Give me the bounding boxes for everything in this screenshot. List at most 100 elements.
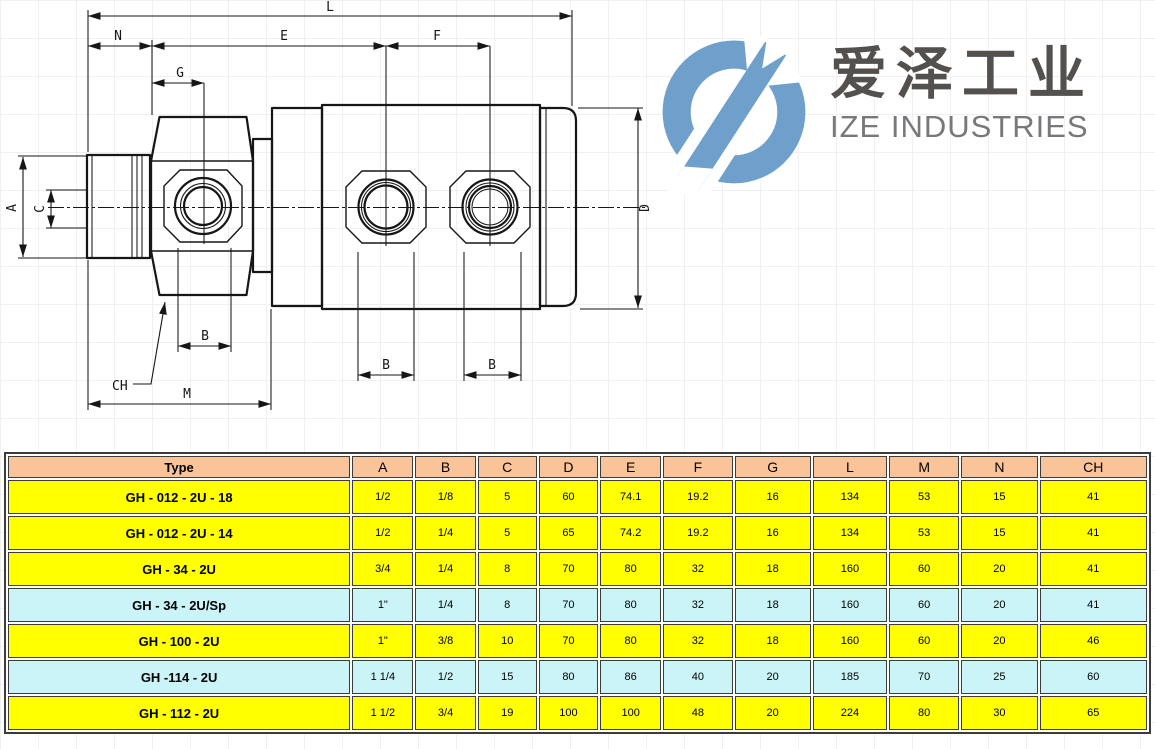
value-cell: 1" [352,588,414,622]
value-cell: 185 [812,660,888,694]
dim-label-D: D [638,204,653,212]
value-cell: 15 [961,480,1038,514]
value-cell: 1" [352,624,414,658]
column-header-type: Type [8,456,351,478]
company-logo: 爱泽工业 IZE INDUSTRIES [658,36,1094,194]
value-cell: 134 [812,480,888,514]
value-cell: 46 [1039,624,1147,658]
value-cell: 60 [889,588,960,622]
value-cell: 20 [734,660,811,694]
column-header-a: A [352,456,414,478]
type-cell: GH - 112 - 2U [8,696,351,730]
value-cell: 100 [538,696,599,730]
column-header-g: G [734,456,811,478]
value-cell: 1/2 [415,660,476,694]
value-cell: 8 [477,552,537,586]
value-cell: 19.2 [663,516,733,550]
dim-label-N: N [114,29,122,44]
value-cell: 60 [1039,660,1147,694]
value-cell: 41 [1039,552,1147,586]
dim-label-F: F [433,29,441,44]
value-cell: 16 [734,516,811,550]
value-cell: 32 [663,624,733,658]
dim-label-A: A [5,204,20,212]
column-header-f: F [663,456,733,478]
value-cell: 15 [961,516,1038,550]
value-cell: 19 [477,696,537,730]
value-cell: 70 [538,552,599,586]
dim-label-B3: B [488,358,496,373]
column-header-b: B [415,456,476,478]
value-cell: 86 [600,660,662,694]
column-header-c: C [477,456,537,478]
column-header-ch: CH [1039,456,1147,478]
value-cell: 48 [663,696,733,730]
value-cell: 18 [734,552,811,586]
extension-lines [18,10,643,410]
value-cell: 60 [889,624,960,658]
type-cell: GH - 012 - 2U - 18 [8,480,351,514]
value-cell: 32 [663,588,733,622]
value-cell: 80 [600,624,662,658]
dim-label-L: L [326,0,334,15]
value-cell: 1 1/4 [352,660,414,694]
dimension-lines: L N E F G A C D B B B M CH [5,0,653,408]
type-cell: GH - 34 - 2U [8,552,351,586]
value-cell: 224 [812,696,888,730]
value-cell: 32 [663,552,733,586]
column-header-n: N [961,456,1038,478]
dim-label-M: M [183,387,191,402]
value-cell: 1/4 [415,516,476,550]
value-cell: 74.1 [600,480,662,514]
value-cell: 15 [477,660,537,694]
dim-label-B1: B [201,329,209,344]
value-cell: 70 [538,624,599,658]
value-cell: 16 [734,480,811,514]
column-header-m: M [889,456,960,478]
value-cell: 5 [477,516,537,550]
dim-label-C: C [33,205,48,213]
value-cell: 3/8 [415,624,476,658]
center-lines [48,46,648,246]
column-header-e: E [600,456,662,478]
value-cell: 80 [538,660,599,694]
value-cell: 20 [734,696,811,730]
value-cell: 80 [600,552,662,586]
value-cell: 100 [600,696,662,730]
value-cell: 10 [477,624,537,658]
dim-label-B2: B [382,358,390,373]
value-cell: 134 [812,516,888,550]
value-cell: 5 [477,480,537,514]
value-cell: 160 [812,588,888,622]
value-cell: 1 1/2 [352,696,414,730]
value-cell: 80 [889,696,960,730]
value-cell: 74.2 [600,516,662,550]
type-cell: GH - 34 - 2U/Sp [8,588,351,622]
logo-mark-icon [659,36,806,194]
value-cell: 60 [538,480,599,514]
value-cell: 65 [538,516,599,550]
value-cell: 1/4 [415,588,476,622]
value-cell: 25 [961,660,1038,694]
column-header-l: L [812,456,888,478]
value-cell: 30 [961,696,1038,730]
value-cell: 41 [1039,516,1147,550]
dim-label-CH: CH [112,379,128,394]
value-cell: 1/8 [415,480,476,514]
value-cell: 3/4 [352,552,414,586]
value-cell: 20 [961,624,1038,658]
value-cell: 160 [812,552,888,586]
value-cell: 18 [734,624,811,658]
type-cell: GH - 100 - 2U [8,624,351,658]
value-cell: 1/2 [352,480,414,514]
value-cell: 19.2 [663,480,733,514]
technical-drawing: L N E F G A C D B B B M CH [5,0,653,410]
